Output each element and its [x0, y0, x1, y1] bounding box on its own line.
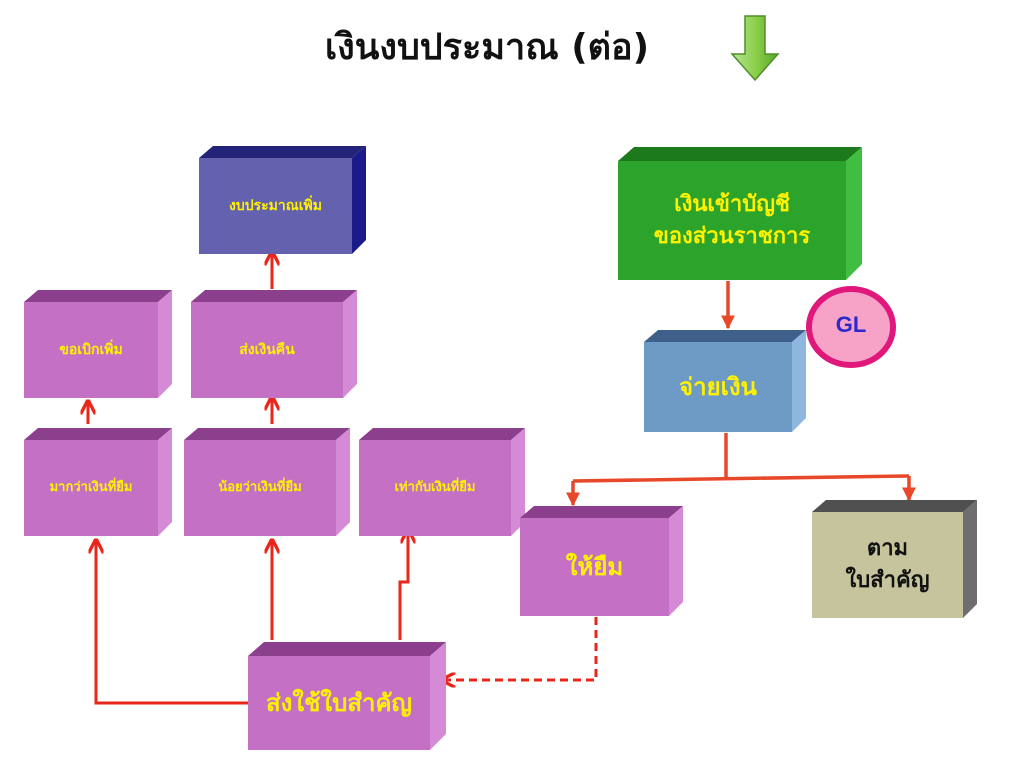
arrow-split-horizontal [572, 474, 910, 483]
arrow-send-to-more [96, 540, 250, 705]
node-request-more-label: ขอเบิกเพิ่ม [24, 302, 158, 398]
node-lend-label: ให้ยืม [520, 518, 669, 616]
node-equal-loan-label: เท่ากับเงินที่ยืม [359, 440, 511, 536]
node-per-receipt-label: ตาม ใบสำคัญ [812, 512, 963, 618]
node-budget-add-label: งบประมาณเพิ่ม [199, 158, 352, 254]
node-money-in-label: เงินเข้าบัญชี ของส่วนราชการ [618, 161, 846, 280]
arrow-send-to-equal [398, 530, 408, 640]
gl-label: GL [835, 312, 867, 337]
node-less-than-loan-label: น้อยว่าเงินที่ยืม [184, 440, 336, 536]
page-title: เงินงบประมาณ (ต่อ) [324, 27, 650, 68]
node-pay-label: จ่ายเงิน [644, 342, 792, 432]
arrow-lend-to-send [442, 617, 598, 680]
node-return-money-label: ส่งเงินคืน [191, 302, 343, 398]
node-send-receipt-label: ส่งใช้ใบสำคัญ [248, 656, 430, 750]
node-more-than-loan-label: มากว่าเงินที่ยืม [24, 440, 158, 536]
